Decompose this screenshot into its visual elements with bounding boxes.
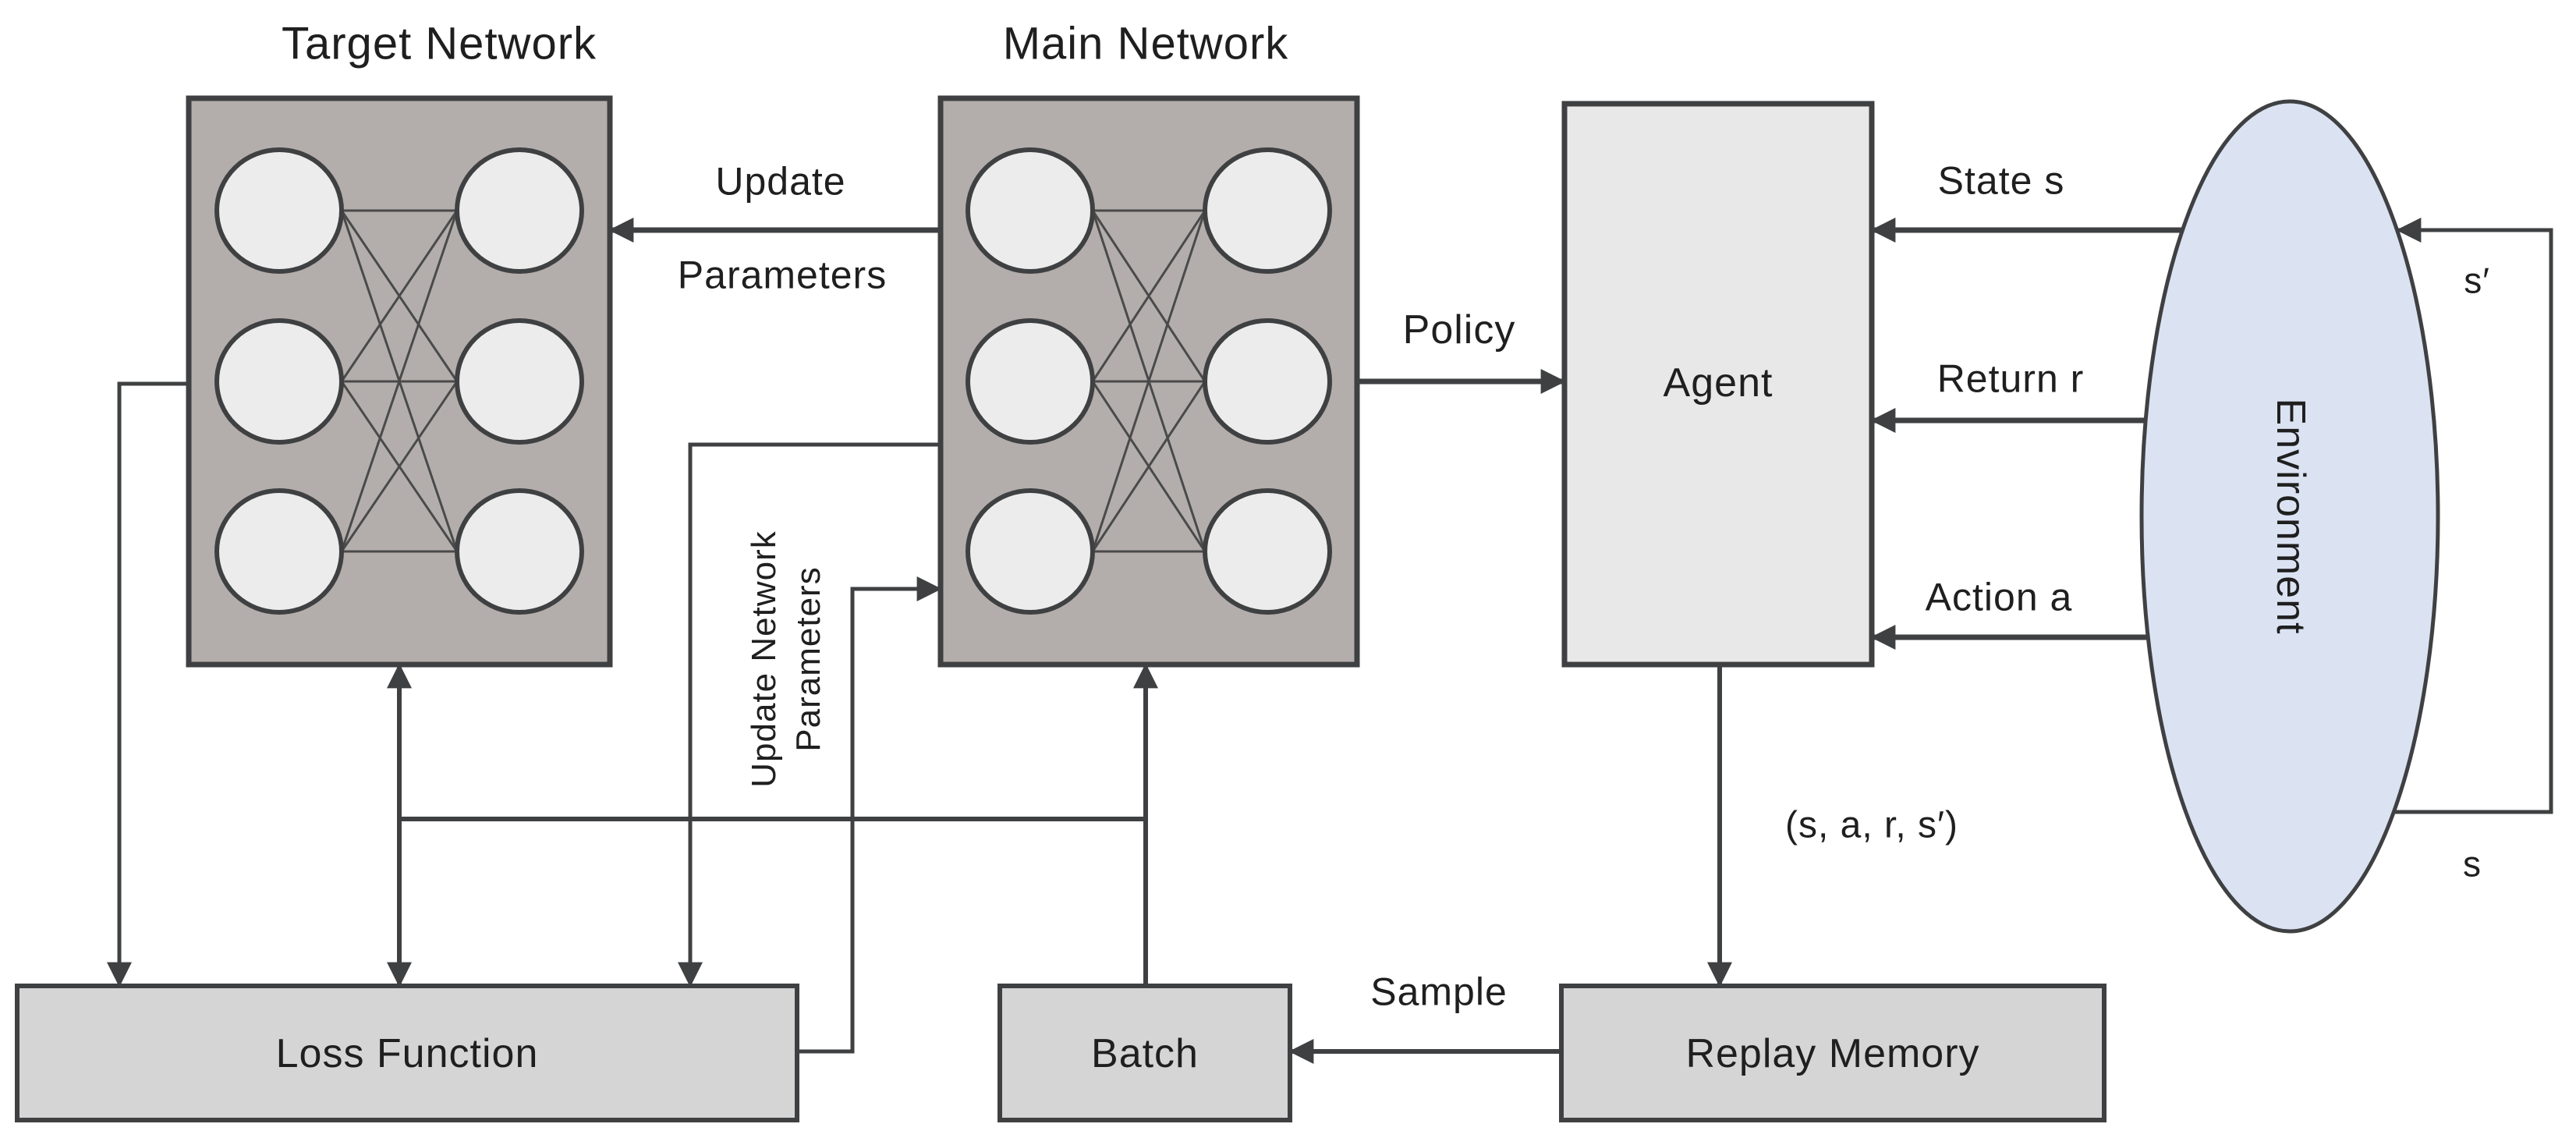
agent-label: Agent — [1663, 360, 1773, 406]
neuron-connection — [1091, 210, 1207, 382]
neuron-connection — [340, 381, 459, 552]
neuron — [1203, 318, 1332, 445]
neuron-connection — [1091, 381, 1207, 552]
neuron — [1203, 147, 1332, 274]
batch-label: Batch — [1091, 1031, 1199, 1077]
main-network-connections — [1091, 209, 1207, 553]
neuron — [966, 488, 1095, 615]
agent-box — [1561, 101, 1875, 668]
arrow-loss-function-to-main-network — [795, 576, 942, 1054]
experience-tuple-label: (s, a, r, s′) — [1784, 804, 1959, 846]
state-s-label: State s — [1937, 158, 2065, 203]
target-network-neurons — [214, 147, 584, 615]
s-prime-label: s′ — [2464, 260, 2490, 301]
update-parameters-label-line2: Parameters — [677, 253, 888, 297]
neuron — [966, 147, 1095, 274]
neuron — [214, 488, 344, 615]
neuron — [214, 318, 344, 445]
policy-label: Policy — [1402, 307, 1516, 353]
neuron-connection — [1091, 210, 1207, 552]
return-r-label: Return r — [1936, 356, 2085, 401]
main-network-title: Main Network — [1002, 18, 1289, 69]
environment-label: Environment — [2267, 398, 2313, 635]
neuron-connection — [340, 210, 459, 552]
batch-box — [997, 984, 1292, 1122]
arrow-target-network-to-loss-function — [107, 381, 189, 987]
target-network-connections — [340, 209, 459, 553]
loss-function-box — [15, 984, 799, 1122]
update-parameters-label-line1: Update — [715, 159, 846, 204]
neuron — [455, 147, 584, 274]
neuron — [966, 318, 1095, 445]
replay-memory-label: Replay Memory — [1685, 1031, 1980, 1077]
sample-label: Sample — [1370, 970, 1508, 1014]
action-a-label: Action a — [1925, 575, 2073, 619]
update-network-parameters-line1: Update Network — [744, 530, 783, 788]
neuron — [455, 318, 584, 445]
neuron — [455, 488, 584, 615]
neuron — [214, 147, 344, 274]
arrow-state-transition-loop — [2394, 218, 2553, 814]
arrow-main-network-to-loss-function — [678, 442, 941, 987]
loss-function-label: Loss Function — [275, 1031, 539, 1077]
update-network-parameters-line2: Parameters — [789, 566, 827, 752]
replay-memory-box — [1559, 984, 2107, 1122]
neuron-connection — [340, 210, 459, 382]
target-network-title: Target Network — [281, 18, 597, 69]
main-network-neurons — [966, 147, 1332, 615]
s-label: s — [2463, 843, 2482, 885]
neuron — [1203, 488, 1332, 615]
environment-ellipse — [2139, 99, 2440, 934]
update-network-parameters-label: Update Network Parameters — [742, 530, 831, 787]
